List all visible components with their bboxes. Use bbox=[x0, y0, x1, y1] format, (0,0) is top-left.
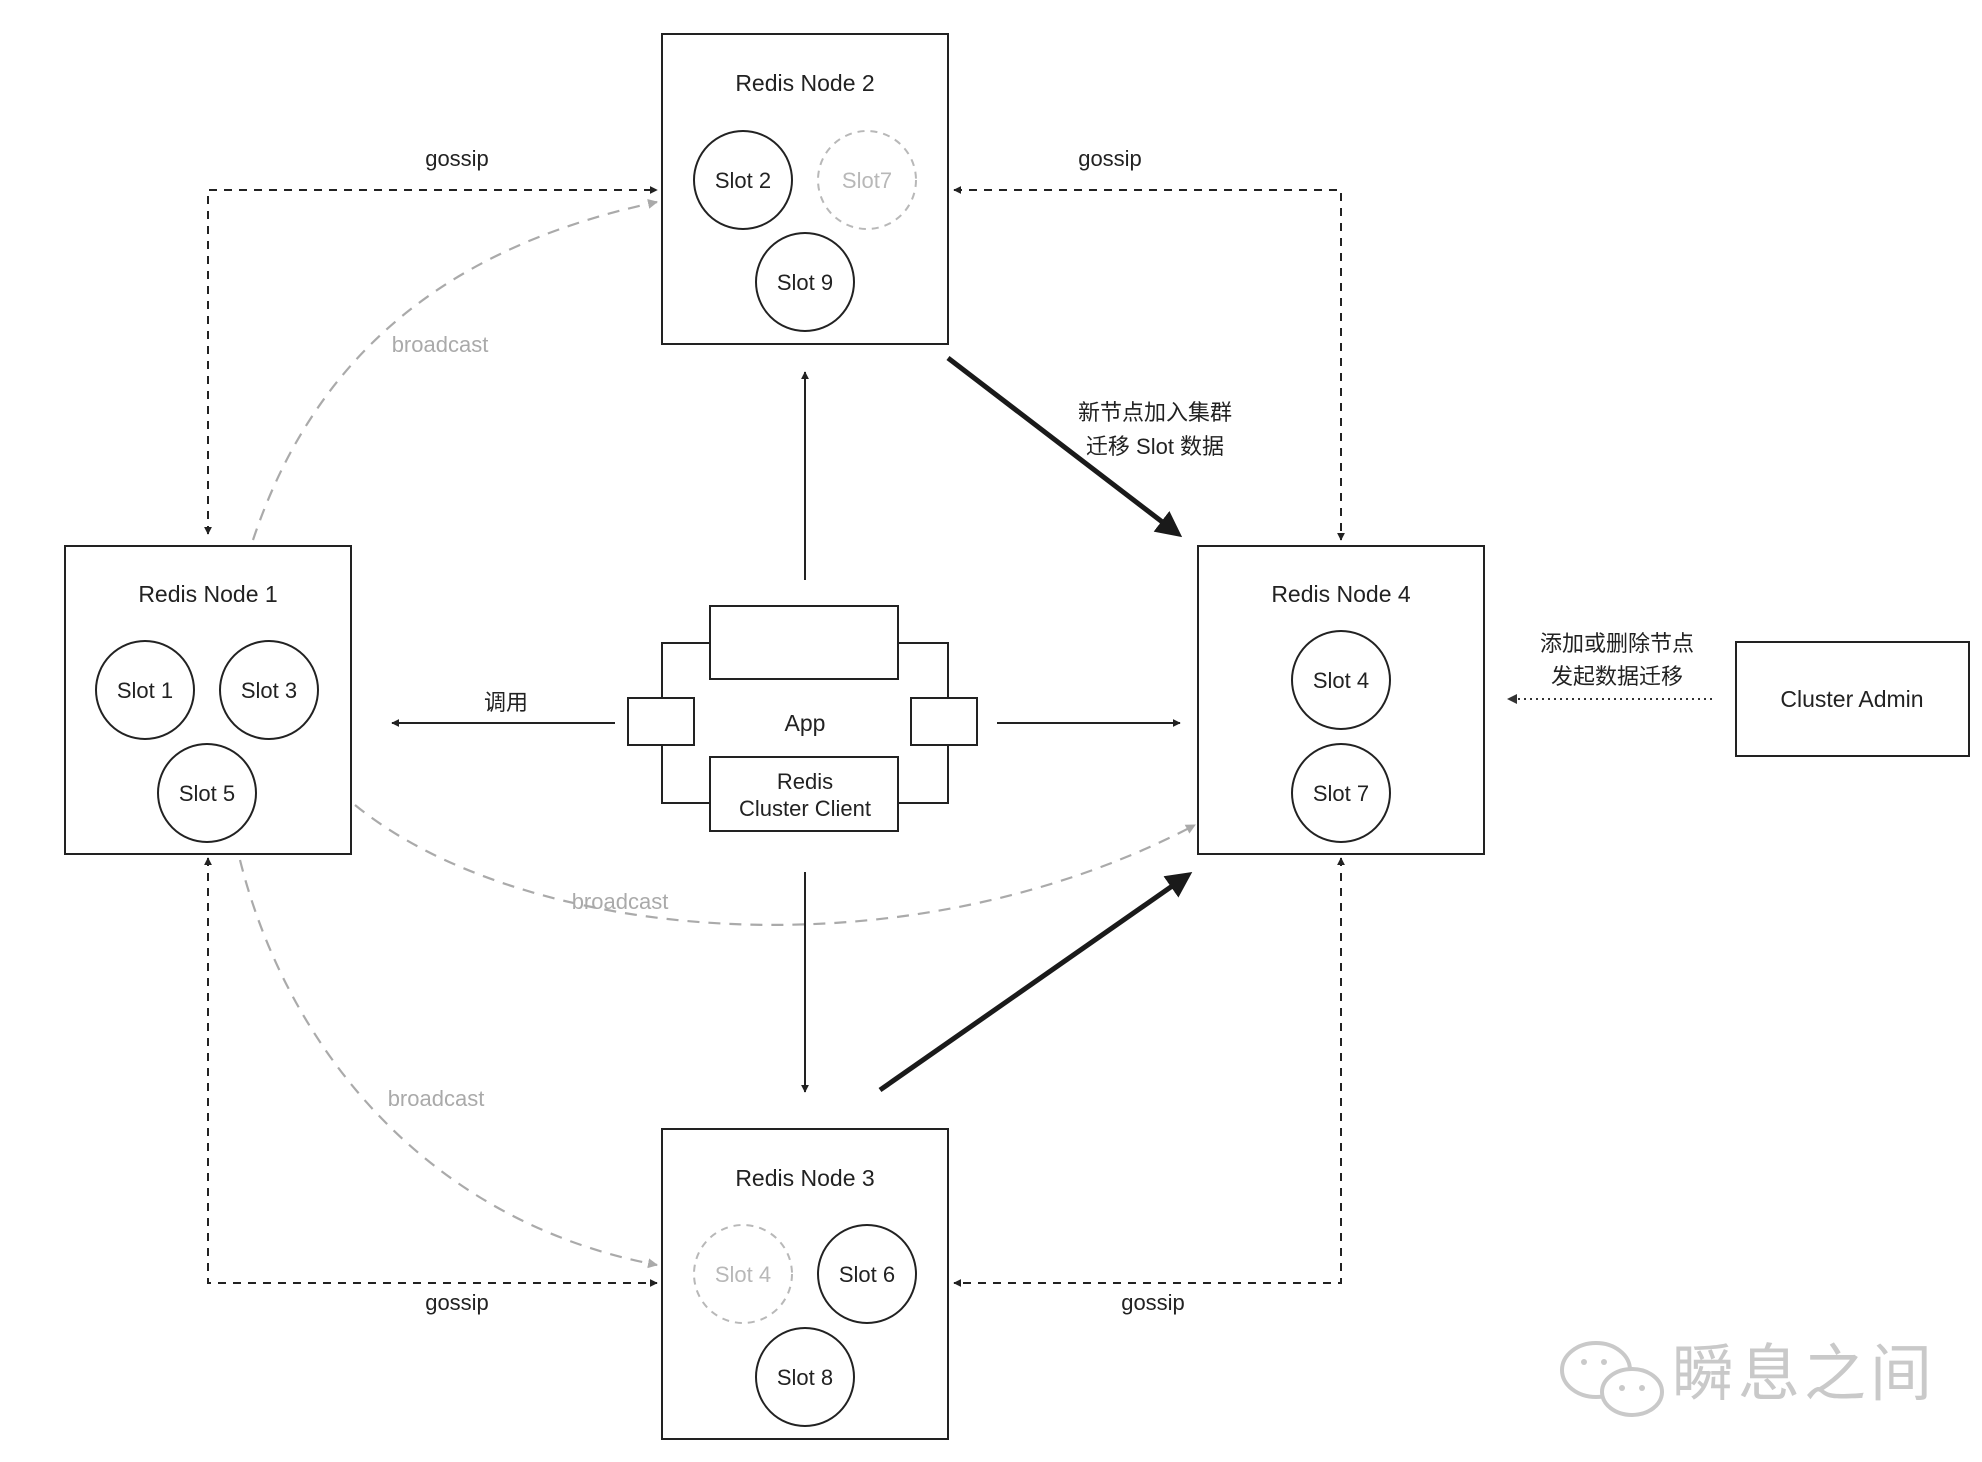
pending-slot bbox=[817, 130, 917, 230]
broadcast-node1-to-node4 bbox=[354, 804, 1196, 926]
component-port-right bbox=[910, 697, 978, 746]
client-label-line2: Cluster Client bbox=[739, 796, 871, 821]
gossip-link-node1-node3 bbox=[204, 857, 658, 1287]
cluster-admin: Cluster Admin bbox=[1735, 641, 1970, 757]
migrate-label-line2: 迁移 Slot 数据 bbox=[1086, 434, 1224, 459]
slot-label: Slot 5 bbox=[179, 781, 235, 806]
slot-label: Slot 1 bbox=[117, 678, 173, 703]
node-title: Redis Node 2 bbox=[735, 70, 874, 96]
gossip-label: gossip bbox=[1078, 146, 1142, 171]
broadcast-node1-to-node2 bbox=[251, 198, 658, 541]
migrate-label-line1: 新节点加入集群 bbox=[1078, 400, 1232, 425]
slot-label: Slot 7 bbox=[1313, 781, 1369, 806]
pending-slot-label: Slot7 bbox=[842, 168, 892, 193]
gossip-link-node2-node4 bbox=[953, 186, 1345, 541]
pending-slot-label: Slot 4 bbox=[715, 1262, 771, 1287]
wechat-icon bbox=[1560, 1341, 1664, 1417]
broadcast-label: broadcast bbox=[572, 889, 669, 914]
node-title: Redis Node 4 bbox=[1271, 581, 1411, 607]
slot-label: Slot 4 bbox=[1313, 668, 1369, 693]
redis-node-4: Redis Node 4 Slot 4 Slot 7 bbox=[1197, 545, 1485, 855]
watermark: 瞬息之间 bbox=[1560, 1340, 1936, 1417]
client-label-line1: Redis bbox=[777, 769, 833, 794]
broadcast-node1-to-node3 bbox=[238, 859, 658, 1269]
gossip-link-node4-node3 bbox=[953, 857, 1345, 1287]
gossip-label: gossip bbox=[425, 146, 489, 171]
migrate-arrow-node2-to-node4 bbox=[946, 356, 1183, 538]
admin-label-line2: 发起数据迁移 bbox=[1551, 664, 1683, 689]
broadcast-label: broadcast bbox=[392, 332, 489, 357]
app-component: App Redis Cluster Client bbox=[627, 605, 978, 832]
component-port-left bbox=[627, 697, 695, 746]
slot-label: Slot 9 bbox=[777, 270, 833, 295]
app-title: App bbox=[785, 710, 826, 736]
slot-label: Slot 2 bbox=[715, 168, 771, 193]
component-port-top bbox=[709, 605, 899, 680]
gossip-link-node1-node2 bbox=[204, 186, 658, 535]
admin-label-line1: 添加或删除节点 bbox=[1540, 631, 1694, 656]
admin-title: Cluster Admin bbox=[1780, 686, 1923, 712]
broadcast-label: broadcast bbox=[388, 1086, 485, 1111]
watermark-text: 瞬息之间 bbox=[1672, 1340, 1936, 1409]
node-title: Redis Node 1 bbox=[138, 581, 277, 607]
redis-node-2: Redis Node 2 Slot 2 Slot7 Slot 9 bbox=[661, 33, 949, 345]
gossip-label: gossip bbox=[425, 1290, 489, 1315]
migrate-arrow-node3-to-node4 bbox=[878, 872, 1193, 1093]
gossip-label: gossip bbox=[1121, 1290, 1185, 1315]
call-label: 调用 bbox=[484, 690, 528, 715]
slot-label: Slot 8 bbox=[777, 1365, 833, 1390]
slot-label: Slot 3 bbox=[241, 678, 297, 703]
pending-slot bbox=[693, 1224, 793, 1324]
redis-node-1: Redis Node 1 Slot 1 Slot 3 Slot 5 bbox=[64, 545, 352, 855]
redis-node-3: Redis Node 3 Slot 4 Slot 6 Slot 8 bbox=[661, 1128, 949, 1440]
node-title: Redis Node 3 bbox=[735, 1165, 874, 1191]
slot-label: Slot 6 bbox=[839, 1262, 895, 1287]
cluster-client-box bbox=[709, 756, 899, 832]
